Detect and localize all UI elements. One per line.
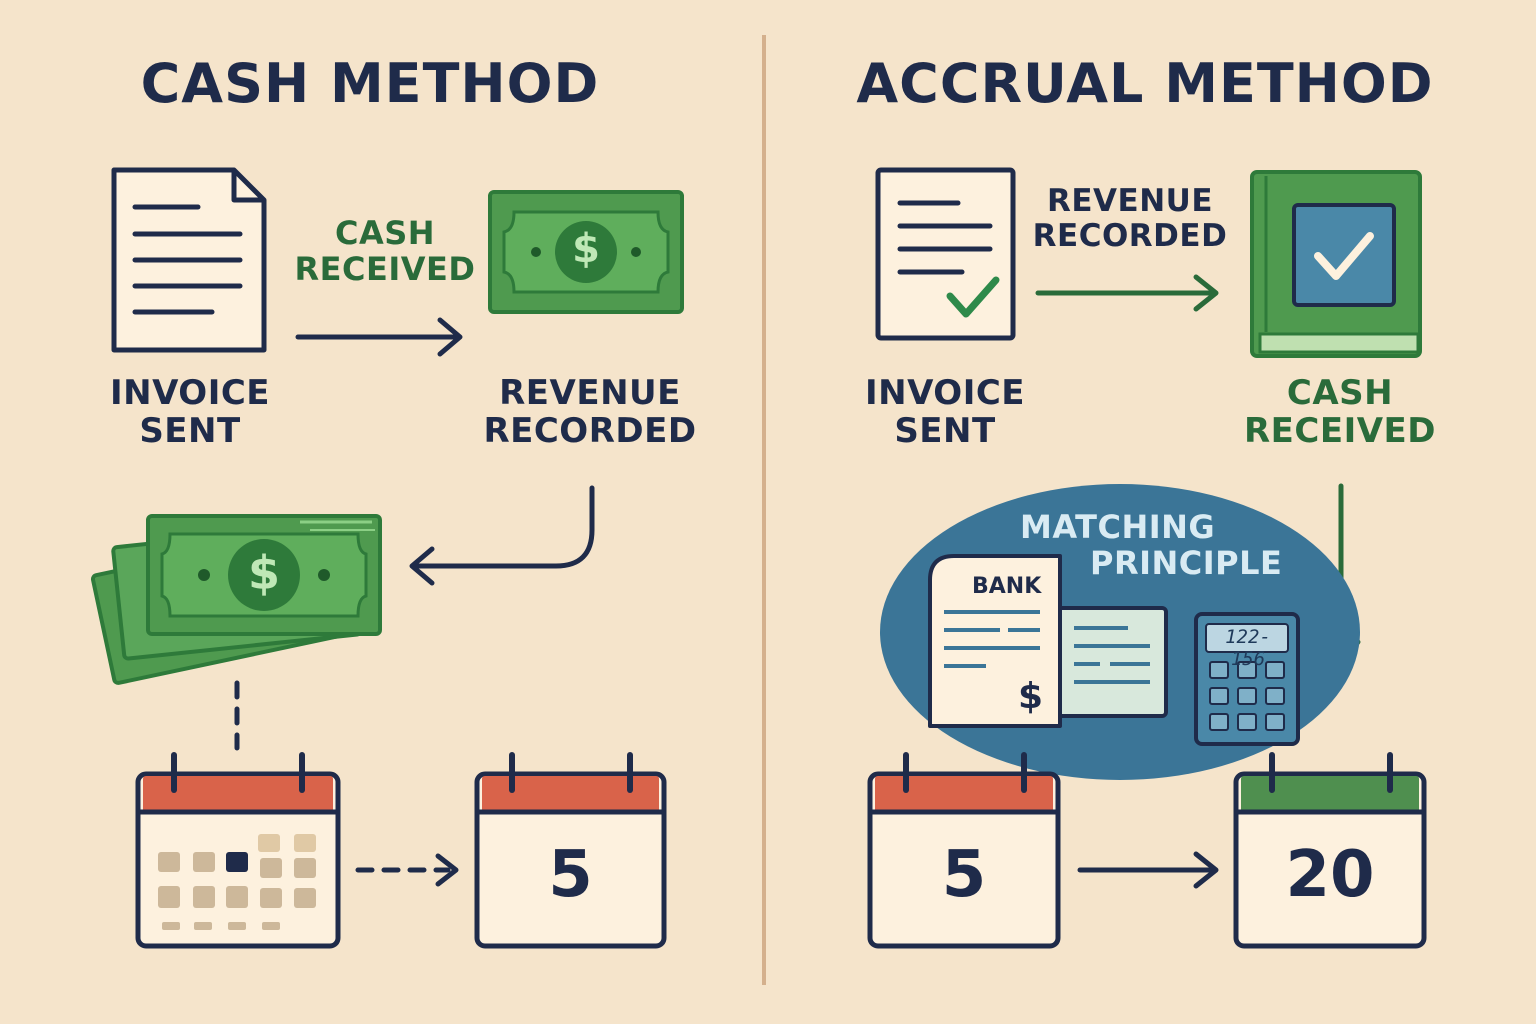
calculator-icon xyxy=(1194,612,1300,746)
money-stack-icon xyxy=(90,514,382,685)
banknote-icon xyxy=(488,190,684,314)
month-calendar-icon xyxy=(135,752,341,949)
accrual-start-date: 5 xyxy=(941,838,987,912)
calculator-display: 122-156 xyxy=(1225,626,1271,670)
matching-label-line2: PRINCIPLE xyxy=(1090,543,1283,582)
accrual-invoice-label-line2: SENT xyxy=(894,411,996,452)
bank-label: BANK xyxy=(972,574,1042,599)
dashed-arrow xyxy=(355,853,459,887)
accrual-end-calendar-icon xyxy=(1233,752,1427,949)
accrual-cash-label-line2: RECEIVED xyxy=(1244,411,1436,452)
invoice-document-icon xyxy=(111,167,267,353)
cash-received-arrow xyxy=(295,317,463,357)
accrual-start-calendar-icon xyxy=(867,752,1061,949)
accrual-method-title: ACCRUAL METHOD xyxy=(856,52,1434,115)
ledger-book-icon xyxy=(1250,170,1422,358)
timeline-arrow xyxy=(1077,851,1219,889)
cash-revenue-label: REVENUE RECORDED xyxy=(480,374,700,450)
accrual-arrow-label: REVENUE RECORDED xyxy=(1030,184,1230,253)
accrual-end-date: 20 xyxy=(1285,838,1375,912)
accrual-cash-label-line1: CASH xyxy=(1286,373,1394,413)
matching-principle-label: MATCHING PRINCIPLE xyxy=(996,508,1296,582)
cash-revenue-label-line1: REVENUE xyxy=(499,373,681,413)
cash-method-title: CASH METHOD xyxy=(140,52,600,115)
bank-document-icon xyxy=(928,554,1062,728)
dollar-sign-icon: $ xyxy=(572,226,600,272)
cash-arrow-label-line2: RECEIVED xyxy=(294,249,476,288)
cash-invoice-label-line2: SENT xyxy=(139,411,241,452)
cash-calendar-date: 5 xyxy=(548,838,593,912)
cash-day-calendar-icon xyxy=(474,752,667,949)
matching-label-line1: MATCHING xyxy=(1020,508,1216,546)
accrual-arrow-label-line1: REVENUE xyxy=(1046,183,1213,219)
accrual-invoice-label: INVOICE SENT xyxy=(845,374,1045,450)
accrual-arrow-label-line2: RECORDED xyxy=(1032,217,1228,254)
cash-arrow-label-line1: CASH xyxy=(334,214,436,252)
revenue-recorded-arrow xyxy=(1035,274,1219,312)
return-arrow xyxy=(409,485,595,586)
accrual-invoice-label-line1: INVOICE xyxy=(864,373,1026,413)
cash-invoice-label-line1: INVOICE xyxy=(109,373,271,413)
cash-revenue-label-line2: RECORDED xyxy=(483,411,697,452)
statement-icon xyxy=(1056,606,1168,718)
accrual-cash-label: CASH RECEIVED xyxy=(1240,374,1440,450)
bank-dollar-icon: $ xyxy=(1018,676,1044,717)
cash-arrow-label: CASH RECEIVED xyxy=(290,214,480,288)
dollar-sign-icon: $ xyxy=(247,546,280,600)
cash-invoice-label: INVOICE SENT xyxy=(90,374,290,450)
invoice-check-icon xyxy=(875,167,1016,341)
